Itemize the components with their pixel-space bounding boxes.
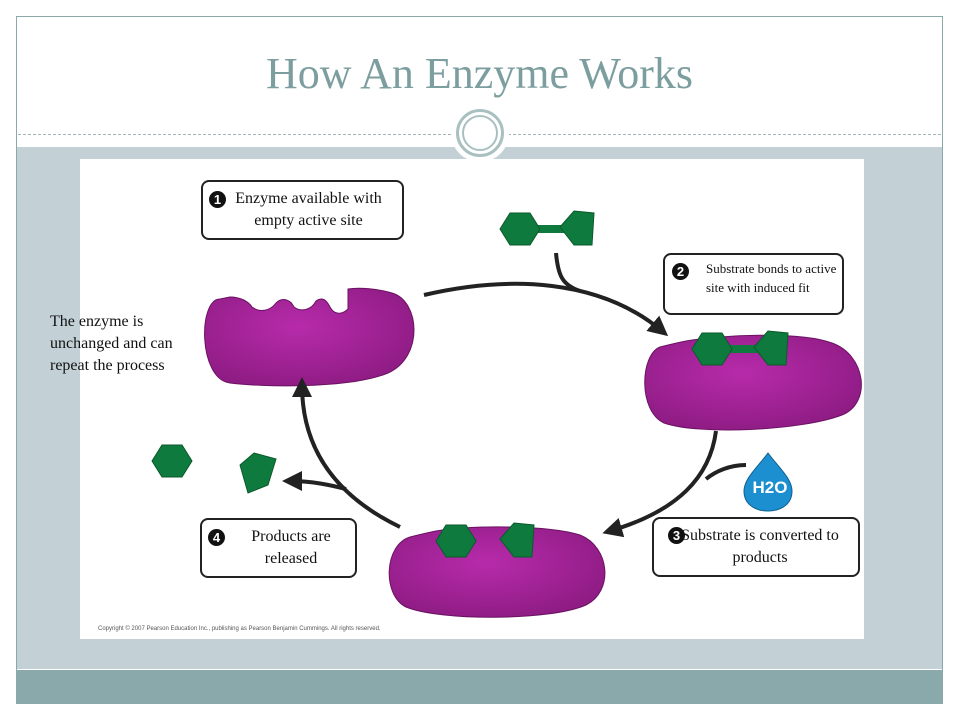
step-3-label: 3 Substrate is converted to products [652,517,860,577]
substrate-molecule-free [499,210,595,246]
ring-ornament-outer [456,109,504,157]
step-3-text: Substrate is converted to products [681,527,839,566]
step-2-text: Substrate bonds to active site with indu… [706,261,837,295]
product-molecule-released-1 [151,444,193,478]
step-number-badge: 1 [209,191,226,208]
side-note: The enzyme is unchanged and can repeat t… [50,313,173,374]
step-1-text: Enzyme available with empty active site [235,190,382,229]
ring-ornament-inner [462,115,498,151]
footer-band [17,670,942,703]
step-4-text: Products are released [251,528,331,567]
step-2-label: 2 Substrate bonds to active site with in… [663,253,844,315]
step-4-label: 4 Products are released [200,518,357,578]
cycle-arrow-1-to-2 [423,281,669,337]
slide-title: How An Enzyme Works [265,49,694,98]
enzyme-cycle-svg [151,210,862,618]
step-number-badge: 2 [672,263,689,280]
substrate-molecule-bound [691,330,789,366]
step-number-badge: 4 [208,529,225,546]
enzyme-empty [204,287,415,387]
water-entry-arrow [704,463,747,481]
step-1-label: 1 Enzyme available with empty active sit… [201,180,404,240]
step-number-badge: 3 [668,527,685,544]
enzyme-products [388,526,606,618]
product-molecule-released-2 [239,452,277,494]
product-exit-arrow [282,471,347,492]
copyright-text: Copyright © 2007 Pearson Education Inc.,… [98,626,381,632]
product-molecules-bound [435,522,535,558]
cycle-arrow-3-to-1 [292,377,401,529]
substrate-entry-arrow [554,252,581,293]
cycle-arrow-2-to-3 [602,430,718,538]
slide-frame [16,16,943,704]
water-label: H2O [752,478,788,497]
water-drop-icon [743,452,793,512]
